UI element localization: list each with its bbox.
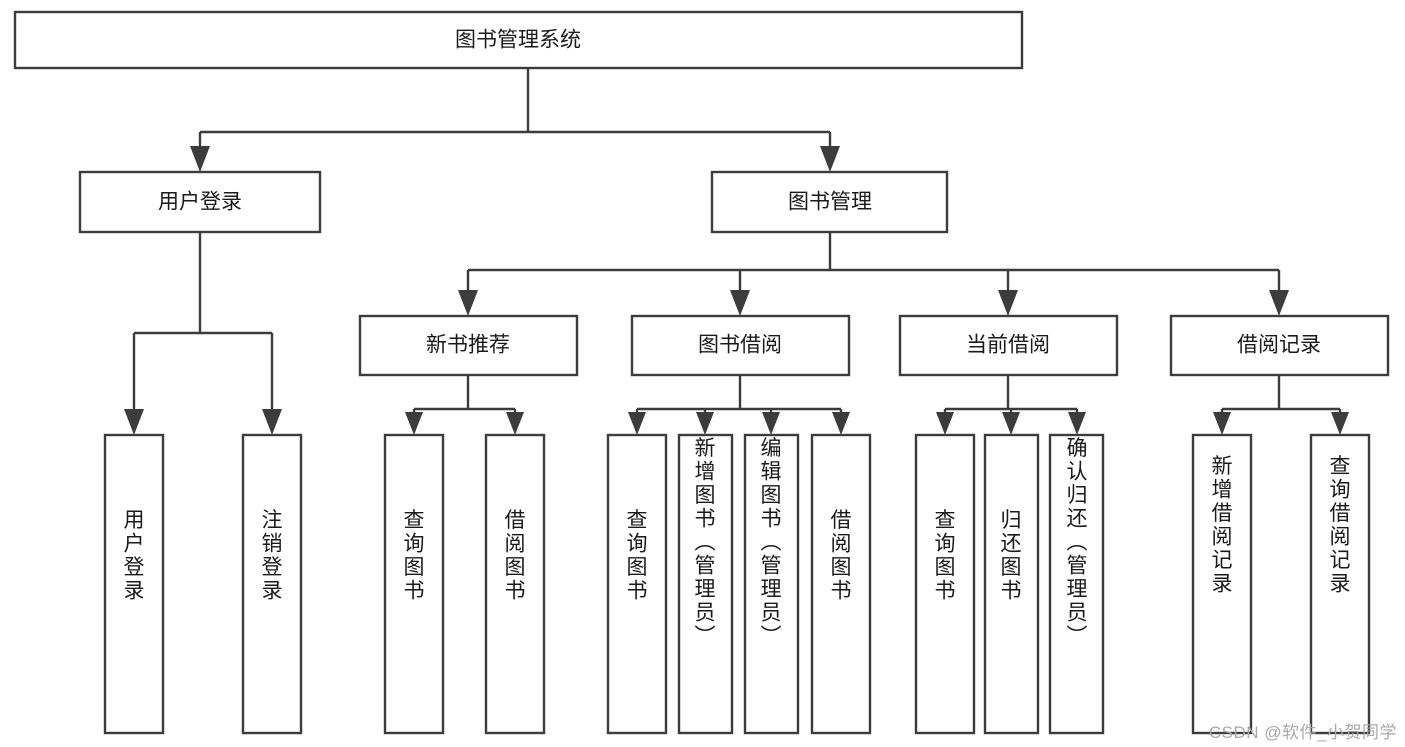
node-leaf-edit-book[interactable]: 编辑图书︵管理员︶ [743, 433, 800, 735]
node-leaf-query-book-1-label: 查询图书 [404, 509, 425, 603]
arrow-head-book-manage [820, 146, 840, 172]
node-leaf-query-book-3-box[interactable] [914, 433, 976, 735]
arrow-head-leaf-query-book-1 [405, 412, 423, 435]
node-leaf-return-book-label: 归还图书 [1001, 509, 1022, 603]
node-user-login-label: 用户登录 [158, 191, 242, 214]
node-borrow-record-label: 借阅记录 [1237, 334, 1321, 357]
node-leaf-user-login[interactable]: 用户登录 [103, 433, 165, 735]
node-leaf-user-login-box[interactable] [103, 433, 165, 735]
arrow-head-leaf-return-book [1002, 412, 1020, 435]
node-leaf-user-logout-box[interactable] [241, 433, 303, 735]
arrow-head-leaf-user-logout [262, 409, 282, 435]
node-book-borrow-box[interactable] [630, 314, 851, 377]
node-leaf-confirm-return-box[interactable] [1048, 433, 1105, 735]
node-leaf-query-book-2[interactable]: 查询图书 [606, 433, 668, 735]
node-leaf-edit-book-label: 编辑图书︵管理员︶ [761, 437, 782, 648]
node-leaf-query-book-2-box[interactable] [606, 433, 668, 735]
node-leaf-query-book-3[interactable]: 查询图书 [914, 433, 976, 735]
node-book-borrow[interactable]: 图书借阅 [630, 314, 851, 377]
arrow-head-leaf-confirm-return [1068, 412, 1086, 435]
node-leaf-query-record-label: 查询借阅记录 [1330, 455, 1351, 596]
arrow-head-leaf-borrow-book-1 [506, 412, 524, 435]
arrow-head-leaf-add-book [696, 412, 714, 435]
node-leaf-add-book-label: 新增图书︵管理员︶ [695, 437, 716, 648]
node-borrow-record[interactable]: 借阅记录 [1169, 314, 1390, 377]
node-leaf-query-book-2-label: 查询图书 [627, 509, 648, 603]
node-leaf-query-record[interactable]: 查询借阅记录 [1309, 433, 1371, 735]
node-root-label: 图书管理系统 [455, 29, 581, 52]
node-leaf-borrow-book-1-box[interactable] [484, 433, 546, 735]
node-user-login[interactable]: 用户登录 [78, 170, 322, 234]
node-leaf-confirm-return[interactable]: 确认归还︵管理员︶ [1048, 433, 1105, 735]
node-user-login-box[interactable] [78, 170, 322, 234]
arrow-head-book-borrow [730, 290, 750, 316]
node-leaf-add-book-box[interactable] [677, 433, 734, 735]
node-leaf-confirm-return-label: 确认归还︵管理员︶ [1067, 437, 1088, 648]
node-current-borrow-box[interactable] [898, 314, 1119, 377]
arrow-head-leaf-query-book-3 [936, 412, 954, 435]
node-leaf-add-record-box[interactable] [1191, 433, 1253, 735]
arrow-head-current-borrow [998, 290, 1018, 316]
node-leaf-edit-book-box[interactable] [743, 433, 800, 735]
node-book-manage-label: 图书管理 [788, 191, 872, 214]
node-leaf-return-book-box[interactable] [983, 433, 1040, 735]
node-new-book-rec[interactable]: 新书推荐 [358, 314, 579, 377]
node-leaf-user-logout[interactable]: 注销登录 [241, 433, 303, 735]
connector-layer [124, 68, 1349, 435]
arrow-head-leaf-borrow-book-2 [832, 412, 850, 435]
node-new-book-rec-box[interactable] [358, 314, 579, 377]
arrow-head-leaf-add-record [1213, 412, 1231, 435]
node-current-borrow[interactable]: 当前借阅 [898, 314, 1119, 377]
node-leaf-user-logout-label: 注销登录 [262, 509, 283, 603]
node-leaf-borrow-book-1-label: 借阅图书 [505, 509, 526, 603]
arrow-head-leaf-edit-book [762, 412, 780, 435]
node-root[interactable]: 图书管理系统 [13, 10, 1024, 70]
arrow-head-borrow-record [1269, 290, 1289, 316]
arrow-head-leaf-query-record [1331, 412, 1349, 435]
node-current-borrow-label: 当前借阅 [966, 334, 1050, 357]
node-leaf-borrow-book-2-box[interactable] [810, 433, 872, 735]
node-leaf-borrow-book-1[interactable]: 借阅图书 [484, 433, 546, 735]
node-new-book-rec-label: 新书推荐 [426, 334, 510, 357]
node-borrow-record-box[interactable] [1169, 314, 1390, 377]
arrow-head-leaf-user-login [124, 409, 144, 435]
arrow-head-new-book-rec [458, 290, 478, 316]
node-book-borrow-label: 图书借阅 [698, 334, 782, 357]
csdn-watermark: CSDN @软件_小贺同学 [1208, 723, 1397, 742]
node-leaf-add-record-label: 新增借阅记录 [1212, 455, 1233, 596]
node-leaf-query-book-1-box[interactable] [383, 433, 445, 735]
node-root-box[interactable] [13, 10, 1024, 70]
node-leaf-add-book[interactable]: 新增图书︵管理员︶ [677, 433, 734, 735]
node-leaf-borrow-book-2[interactable]: 借阅图书 [810, 433, 872, 735]
node-book-manage[interactable]: 图书管理 [710, 170, 949, 234]
node-leaf-user-login-label: 用户登录 [124, 509, 145, 603]
node-leaf-add-record[interactable]: 新增借阅记录 [1191, 433, 1253, 735]
arrow-head-leaf-query-book-2 [628, 412, 646, 435]
arrow-head-user-login [190, 146, 210, 172]
node-leaf-return-book[interactable]: 归还图书 [983, 433, 1040, 735]
node-leaf-query-book-3-label: 查询图书 [935, 509, 956, 603]
node-leaf-borrow-book-2-label: 借阅图书 [831, 509, 852, 603]
node-leaf-query-book-1[interactable]: 查询图书 [383, 433, 445, 735]
node-book-manage-box[interactable] [710, 170, 949, 234]
node-leaf-query-record-box[interactable] [1309, 433, 1371, 735]
